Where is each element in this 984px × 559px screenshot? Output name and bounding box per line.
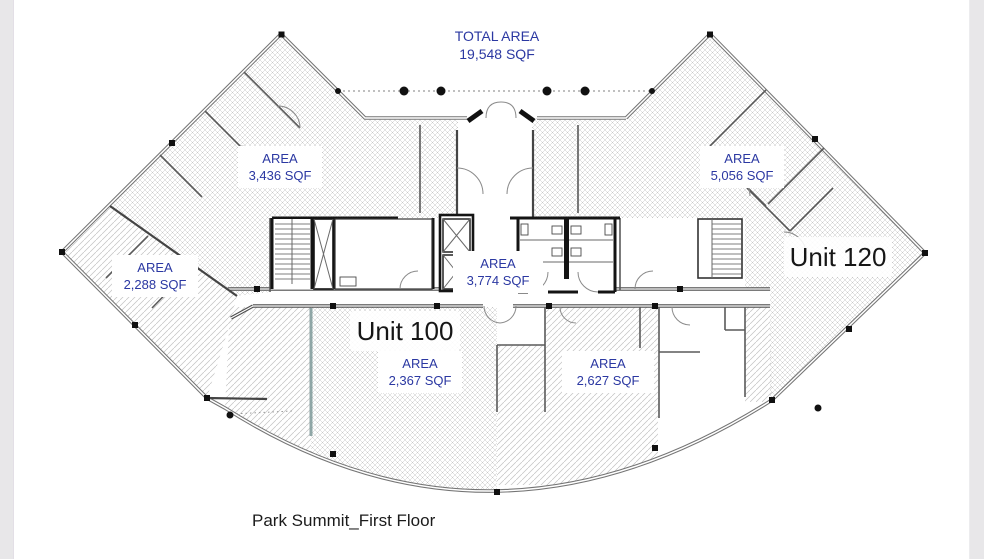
lower-section-hatch [225, 307, 772, 492]
colonnade [335, 86, 655, 96]
corner-column-icon [814, 404, 822, 412]
elevator-left-icon [313, 218, 334, 290]
total-area-value: 19,548 SQF [459, 46, 535, 62]
corner-column-icon [226, 411, 234, 419]
area-3436-label: AREA [262, 151, 298, 166]
area-3436-value: 3,436 SQF [249, 168, 312, 183]
area-2288-label: AREA [137, 260, 173, 275]
total-area-label: TOTAL AREA [455, 28, 540, 44]
area-2367-labelbox [378, 351, 462, 393]
area-3774-label: AREA [480, 256, 516, 271]
staircase-left [270, 218, 314, 289]
column-icon [580, 86, 590, 96]
entrance-door-arch [485, 101, 517, 119]
column-icon [436, 86, 446, 96]
unit-100-labelbox [350, 311, 460, 351]
unit-120-labelbox [784, 237, 892, 277]
left-margin-strip [0, 0, 14, 559]
right-margin-strip [969, 0, 984, 559]
hatch-regions [62, 34, 925, 492]
area-5056-label: AREA [724, 151, 760, 166]
area-3436-labelbox [238, 146, 322, 188]
labels: TOTAL AREA 19,548 SQF AREA 3,436 SQF ARE… [112, 28, 892, 530]
area-2627-label: AREA [590, 356, 626, 371]
entrance-door-leaf-icon [466, 108, 484, 124]
area-5056-value: 5,056 SQF [711, 168, 774, 183]
area-2627-labelbox [562, 351, 654, 393]
left-band-hatch-region [62, 206, 237, 398]
entrance-door-leaf-icon [518, 108, 536, 124]
column-icon [542, 86, 552, 96]
interior-walls [105, 71, 834, 418]
unit-120-label: Unit 120 [790, 242, 887, 272]
area-3774-value: 3,774 SQF [467, 273, 530, 288]
area-2288-labelbox [112, 255, 198, 297]
plan-caption: Park Summit_First Floor [252, 511, 436, 530]
unit-100-label: Unit 100 [357, 316, 454, 346]
column-icon [399, 86, 409, 96]
unit100-entry-arcs [483, 305, 517, 324]
area-2367-value: 2,367 SQF [389, 373, 452, 388]
column-icon [335, 88, 341, 94]
area-2367-label: AREA [402, 356, 438, 371]
core-fixture [339, 276, 357, 287]
corner-dotted-line [231, 410, 293, 415]
area-3774-labelbox [453, 251, 543, 293]
area-2627-value: 2,627 SQF [577, 373, 640, 388]
area-5056-labelbox [700, 146, 784, 188]
staircase-right [697, 218, 743, 279]
column-icon [649, 88, 655, 94]
right-wing-crosshatch-region [532, 34, 925, 400]
area-2288-value: 2,288 SQF [124, 277, 187, 292]
column-markers [59, 31, 928, 495]
main-entrance [466, 101, 536, 124]
